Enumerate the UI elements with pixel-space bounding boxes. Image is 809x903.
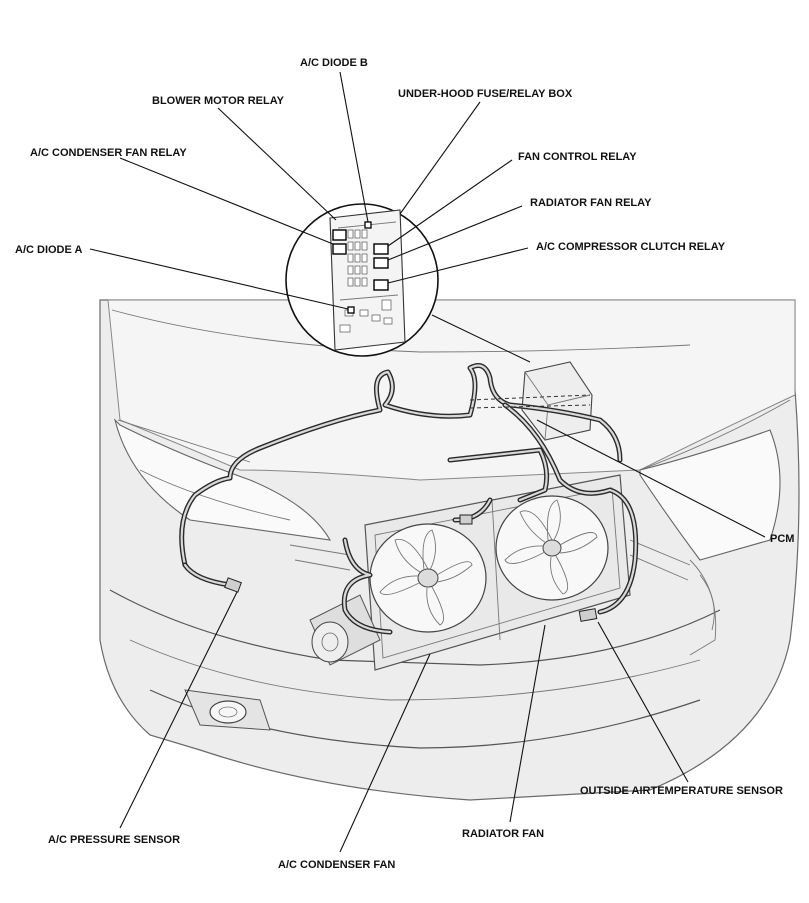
label-under-hood-fuse-relay-box: UNDER-HOOD FUSE/RELAY BOX	[398, 88, 573, 100]
ac-condenser-fan	[369, 523, 487, 633]
label-blower-motor-relay: BLOWER MOTOR RELAY	[152, 95, 285, 107]
ac-compressor	[309, 594, 381, 666]
label-ac-condenser-fan: A/C CONDENSER FAN	[278, 859, 395, 871]
label-outside-air-temperature-sensor: OUTSIDE AIRTEMPERATURE SENSOR	[580, 785, 783, 797]
inset-pointer-line	[431, 314, 531, 363]
label-radiator-fan-relay: RADIATOR FAN RELAY	[530, 197, 652, 209]
ac-compressor-clutch-relay-block	[373, 279, 389, 291]
label-ac-pressure-sensor: A/C PRESSURE SENSOR	[48, 834, 180, 846]
fuse-grid	[339, 229, 393, 333]
ac-diode-a-block	[347, 306, 355, 314]
fuse-box-inset	[285, 203, 439, 357]
hood	[107, 299, 796, 481]
fog-lamp	[184, 689, 271, 731]
label-ac-condenser-fan-relay: A/C CONDENSER FAN RELAY	[30, 147, 187, 159]
label-ac-diode-a: A/C DIODE A	[15, 244, 82, 256]
wire-harness	[179, 363, 639, 635]
label-radiator-fan: RADIATOR FAN	[462, 828, 544, 840]
fan-control-relay-block	[373, 243, 389, 255]
ac-diode-b-block	[364, 221, 372, 229]
right-headlight	[639, 429, 781, 561]
blower-motor-relay-block	[332, 243, 347, 255]
outside-air-temp-sensor-connector	[578, 608, 598, 622]
fan-shroud-assembly	[364, 474, 631, 671]
radiator-fan-relay-block	[373, 257, 389, 269]
ac-pressure-sensor-connector	[224, 577, 242, 593]
callout-labels: A/C DIODE B BLOWER MOTOR RELAY UNDER-HOO…	[15, 57, 794, 871]
label-fan-control-relay: FAN CONTROL RELAY	[518, 151, 637, 163]
leader-lines	[89, 71, 766, 853]
ac-condenser-fan-relay-block	[332, 229, 347, 241]
radiator-fan	[495, 495, 609, 601]
label-ac-compressor-clutch-relay: A/C COMPRESSOR CLUTCH RELAY	[536, 241, 726, 253]
pcm-module	[521, 361, 593, 441]
label-ac-diode-b: A/C DIODE B	[300, 57, 368, 69]
condenser-fan-connector	[459, 514, 473, 525]
label-pcm: PCM	[770, 533, 794, 545]
